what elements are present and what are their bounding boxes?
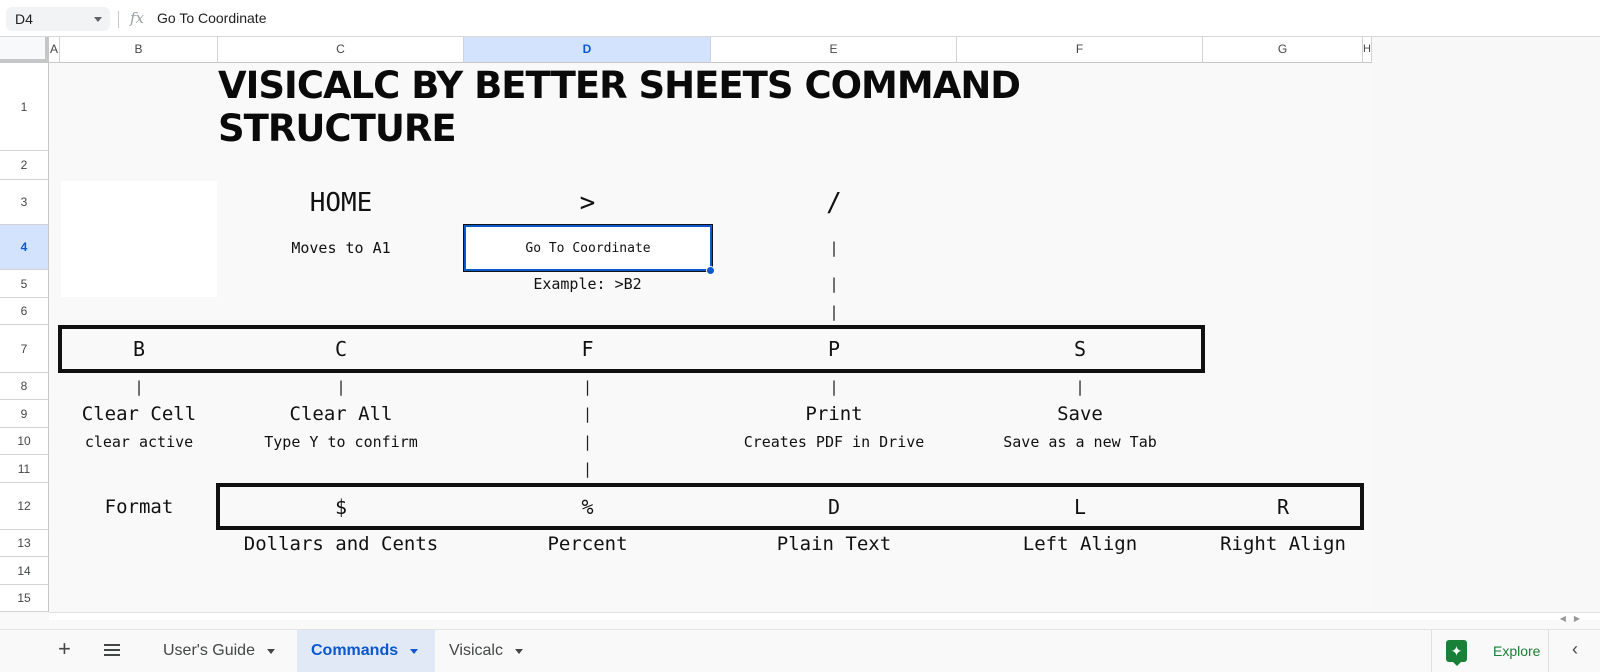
print-label[interactable]: Print: [805, 403, 863, 425]
explore-label: Explore: [1493, 643, 1541, 659]
row-header-8[interactable]: 8: [0, 373, 49, 400]
formula-input[interactable]: Go To Coordinate: [157, 10, 267, 26]
chevron-down-icon[interactable]: [514, 648, 523, 654]
sheet-tab-bar: + User's Guide Commands Visicalc ✦ Explo…: [0, 629, 1600, 672]
row-header-12[interactable]: 12: [0, 483, 49, 530]
format-key-dollar[interactable]: $: [334, 494, 348, 519]
tab-visicalc[interactable]: Visicalc: [435, 630, 547, 672]
save-description[interactable]: Save as a new Tab: [1003, 432, 1157, 451]
out-of-range-area: [1372, 37, 1600, 620]
row-header-14[interactable]: 14: [0, 557, 49, 585]
row-header-11[interactable]: 11: [0, 455, 49, 483]
fill-handle[interactable]: [706, 266, 715, 275]
connector-pipe: |: [1075, 377, 1085, 396]
blank-white-cell-block: [61, 181, 217, 297]
connector-pipe: |: [134, 377, 144, 396]
selected-cell-d4[interactable]: Go To Coordinate: [463, 224, 713, 272]
column-header-e[interactable]: E: [711, 37, 957, 63]
row-header-10[interactable]: 10: [0, 428, 49, 455]
home-description[interactable]: Moves to A1: [291, 238, 391, 257]
format-desc-r[interactable]: Right Align: [1220, 532, 1346, 555]
format-desc-d[interactable]: Plain Text: [776, 532, 892, 555]
format-key-r[interactable]: R: [1276, 494, 1290, 519]
format-desc-l[interactable]: Left Align: [1022, 532, 1138, 555]
connector-pipe: |: [582, 405, 593, 423]
connector-pipe: |: [829, 275, 839, 293]
row-header-15[interactable]: 15: [0, 585, 49, 612]
print-description[interactable]: Creates PDF in Drive: [743, 432, 925, 451]
slash-menu-key-p[interactable]: P: [827, 337, 841, 361]
add-sheet-button[interactable]: +: [58, 636, 71, 661]
format-key-l[interactable]: L: [1073, 494, 1087, 519]
format-label[interactable]: Format: [104, 495, 174, 518]
tab-label: User's Guide: [163, 642, 255, 659]
scroll-arrows-icon[interactable]: ◀▶: [1559, 614, 1588, 623]
divider: [118, 11, 119, 28]
connector-pipe: |: [829, 238, 839, 257]
horizontal-scrollbar[interactable]: [49, 612, 1600, 620]
format-key-d[interactable]: D: [827, 494, 841, 519]
connector-pipe: |: [582, 377, 593, 396]
connector-pipe: |: [582, 460, 593, 478]
clear-all-description[interactable]: Type Y to confirm: [264, 432, 418, 451]
formula-bar: D4 fx Go To Coordinate: [0, 0, 1600, 37]
sheet-title: VISICALC BY BETTER SHEETS COMMAND STRUCT…: [218, 64, 1021, 150]
row-header-2[interactable]: 2: [0, 151, 49, 180]
tab-commands[interactable]: Commands: [297, 630, 435, 672]
slash-menu-key-b[interactable]: B: [132, 337, 146, 361]
row-header-5[interactable]: 5: [0, 270, 49, 298]
column-header-h[interactable]: H: [1363, 37, 1372, 63]
slash-menu-box: [58, 325, 1205, 373]
column-header-a[interactable]: A: [49, 37, 60, 63]
goto-example[interactable]: Example: >B2: [533, 275, 642, 293]
format-desc-percent[interactable]: Percent: [547, 532, 628, 555]
column-header-c[interactable]: C: [218, 37, 464, 63]
connector-pipe: |: [829, 302, 839, 321]
row-header-6[interactable]: 6: [0, 298, 49, 325]
chevron-down-icon[interactable]: [94, 17, 102, 22]
row-header-1[interactable]: 1: [0, 63, 49, 151]
slash-key[interactable]: /: [826, 187, 842, 218]
column-header-b[interactable]: B: [60, 37, 218, 63]
slash-menu-key-c[interactable]: C: [334, 337, 348, 361]
clear-all-label[interactable]: Clear All: [289, 403, 393, 425]
column-header-d[interactable]: D: [464, 37, 711, 63]
tab-label: Visicalc: [449, 642, 503, 659]
slash-menu-key-f[interactable]: F: [581, 337, 594, 361]
name-box-value: D4: [15, 11, 33, 27]
column-header-f[interactable]: F: [957, 37, 1203, 63]
chevron-down-icon[interactable]: [410, 648, 419, 654]
format-key-percent[interactable]: %: [581, 494, 594, 519]
name-box[interactable]: D4: [6, 7, 110, 31]
tab-users-guide[interactable]: User's Guide: [149, 630, 297, 672]
connector-pipe: |: [336, 377, 346, 396]
format-menu-box: [216, 483, 1364, 530]
row-header-4[interactable]: 4: [0, 225, 49, 270]
column-header-g[interactable]: G: [1203, 37, 1363, 63]
connector-pipe: |: [829, 377, 839, 396]
tab-label: Commands: [311, 642, 399, 659]
explore-sparkle-icon: ✦: [1446, 640, 1467, 666]
format-desc-dollar[interactable]: Dollars and Cents: [243, 532, 439, 555]
function-icon: fx: [130, 9, 145, 27]
save-label[interactable]: Save: [1057, 403, 1103, 425]
clear-cell-description[interactable]: clear active: [84, 432, 194, 451]
row-header-9[interactable]: 9: [0, 400, 49, 428]
row-header-7[interactable]: 7: [0, 325, 49, 373]
goto-key[interactable]: >: [579, 187, 596, 218]
all-sheets-menu-icon[interactable]: [104, 644, 120, 659]
slash-menu-key-s[interactable]: S: [1073, 337, 1087, 361]
row-header-3[interactable]: 3: [0, 180, 49, 225]
chevron-down-icon[interactable]: [266, 648, 275, 654]
select-all-corner[interactable]: [0, 37, 49, 63]
clear-cell-label[interactable]: Clear Cell: [81, 403, 197, 425]
home-key[interactable]: HOME: [309, 187, 373, 218]
collapse-side-panel-icon[interactable]: ‹: [1572, 639, 1578, 659]
explore-button[interactable]: ✦ Explore: [1431, 630, 1549, 672]
row-header-13[interactable]: 13: [0, 530, 49, 557]
connector-pipe: |: [582, 432, 593, 451]
